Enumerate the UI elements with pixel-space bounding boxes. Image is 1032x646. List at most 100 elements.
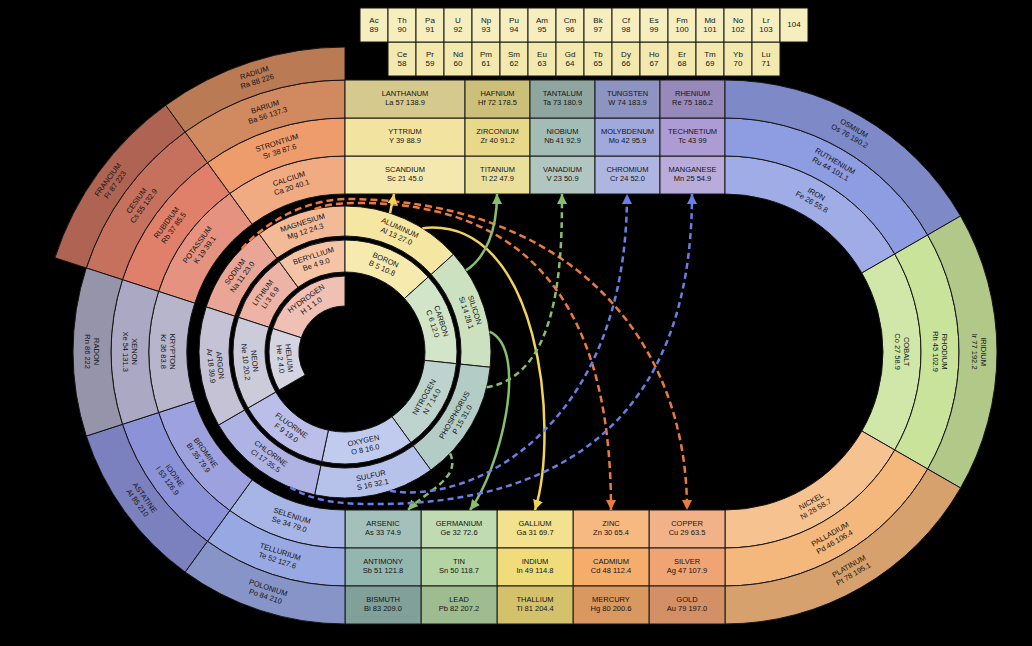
element-name: Sm: [508, 50, 520, 59]
element-name: Lu: [762, 50, 771, 59]
element-data: 65: [594, 59, 603, 68]
element-cell: Pu94: [500, 8, 528, 42]
element-cell: Th90: [388, 8, 416, 42]
element-cell: INDIUMIn 49 114.8: [497, 548, 573, 586]
element-data: Cd 48 112.4: [591, 567, 631, 576]
element-data: 95: [538, 25, 547, 34]
element-name: VANADIUM: [543, 166, 582, 175]
element-data: Au 79 197.0: [667, 605, 707, 614]
cell-shape: [649, 548, 725, 586]
element-name: Er: [678, 50, 686, 59]
cell-shape: [149, 291, 195, 412]
element-cell: Cf98: [612, 8, 640, 42]
element-data: 70: [734, 59, 743, 68]
cell-shape: [640, 8, 668, 42]
cell-shape: [345, 156, 465, 194]
element-name: XENON: [130, 290, 139, 413]
element-name: HAFNIUM: [480, 90, 514, 99]
cell-shape: [416, 8, 444, 42]
cell-shape: [497, 586, 573, 624]
cell-shape: [660, 118, 725, 156]
element-data: 69: [706, 59, 715, 68]
element-cell: Sm62: [500, 42, 528, 76]
element-data: Sn 50 118.7: [439, 567, 479, 576]
element-data: Nb 41 92.9: [544, 137, 581, 146]
group-arrow: [422, 228, 544, 510]
element-name: SILVER: [674, 558, 700, 567]
element-cell: NIOBIUMNb 41 92.9: [530, 118, 595, 156]
element-name: KRYPTON: [168, 301, 177, 402]
element-cell: GERMANIUMGe 32 72.6: [421, 510, 497, 548]
element-data: 63: [538, 59, 547, 68]
element-name: TECHNETIUM: [668, 128, 717, 137]
element-cell: SCANDIUMSc 21 45.0: [345, 156, 465, 194]
element-data: Co 27 58.9: [893, 270, 902, 434]
element-name: No: [733, 16, 743, 25]
element-name: TITANIUM: [480, 166, 515, 175]
element-data: Mo 42 95.9: [609, 137, 647, 146]
element-cell: THALLIUMTl 81 204.4: [497, 586, 573, 624]
cell-shape: [649, 510, 725, 548]
element-data: As 33 74.9: [365, 529, 401, 538]
element-cell: TANTALUMTa 73 180.9: [530, 80, 595, 118]
element-name: Ho: [649, 50, 659, 59]
element-data: La 57 138.9: [385, 99, 425, 108]
cell-shape: [530, 118, 595, 156]
element-data: Xe 54 131.3: [121, 290, 130, 413]
element-cell: Yb70: [724, 42, 752, 76]
element-name: Nd: [453, 50, 463, 59]
element-name: ZIRCONIUM: [476, 128, 519, 137]
element-name: Pr: [426, 50, 434, 59]
cell-shape: [345, 586, 421, 624]
element-name: TANTALUM: [543, 90, 582, 99]
group-arrow: [390, 194, 627, 493]
cell-shape: [528, 8, 556, 42]
cell-shape: [696, 42, 724, 76]
element-data: W 74 183.9: [608, 99, 646, 108]
cell-shape: [649, 586, 725, 624]
element-data: Sb 51 121.8: [363, 567, 403, 576]
element-data: Y 39 88.9: [389, 137, 421, 146]
element-name: GERMANIUM: [436, 520, 483, 529]
element-data: 93: [482, 25, 491, 34]
cell-shape: [233, 317, 276, 408]
element-cell: Md101: [696, 8, 724, 42]
element-cell: Lr103: [752, 8, 780, 42]
cell-shape: [111, 280, 159, 425]
element-data: Ga 31 69.7: [516, 529, 553, 538]
element-data: 67: [650, 59, 659, 68]
element-cell: Am95: [528, 8, 556, 42]
element-data: Ge 32 72.6: [440, 529, 477, 538]
cell-shape: [724, 8, 752, 42]
element-cell: COPPERCu 29 63.5: [649, 510, 725, 548]
cell-shape: [345, 510, 421, 548]
element-name: GALLIUM: [519, 520, 552, 529]
element-data: 71: [762, 59, 771, 68]
element-cell: Tb65: [584, 42, 612, 76]
element-data: Zn 30 65.4: [593, 529, 629, 538]
element-name: LEAD: [449, 596, 469, 605]
cell-shape: [444, 8, 472, 42]
cell-shape: [725, 80, 961, 235]
element-cell: No102: [724, 8, 752, 42]
element-cell: SILVERAg 47 107.9: [649, 548, 725, 586]
element-name: Am: [536, 16, 548, 25]
cell-shape: [660, 80, 725, 118]
cell-shape: [421, 510, 497, 548]
element-name: Md: [704, 16, 715, 25]
element-data: 59: [426, 59, 435, 68]
element-data: 89: [370, 25, 379, 34]
cell-shape: [725, 469, 961, 624]
element-cell: TECHNETIUMTc 43 99: [660, 118, 725, 156]
cell-shape: [497, 548, 573, 586]
element-name: COPPER: [671, 520, 703, 529]
element-name: Tm: [704, 50, 716, 59]
element-cell: Pa91: [416, 8, 444, 42]
cell-shape: [928, 216, 997, 488]
element-cell: XENONXe 54 131.3: [121, 290, 138, 413]
cell-shape: [640, 42, 668, 76]
element-name: Dy: [621, 50, 631, 59]
element-name: ZINC: [602, 520, 620, 529]
element-name: Es: [649, 16, 658, 25]
element-name: Fm: [676, 16, 688, 25]
